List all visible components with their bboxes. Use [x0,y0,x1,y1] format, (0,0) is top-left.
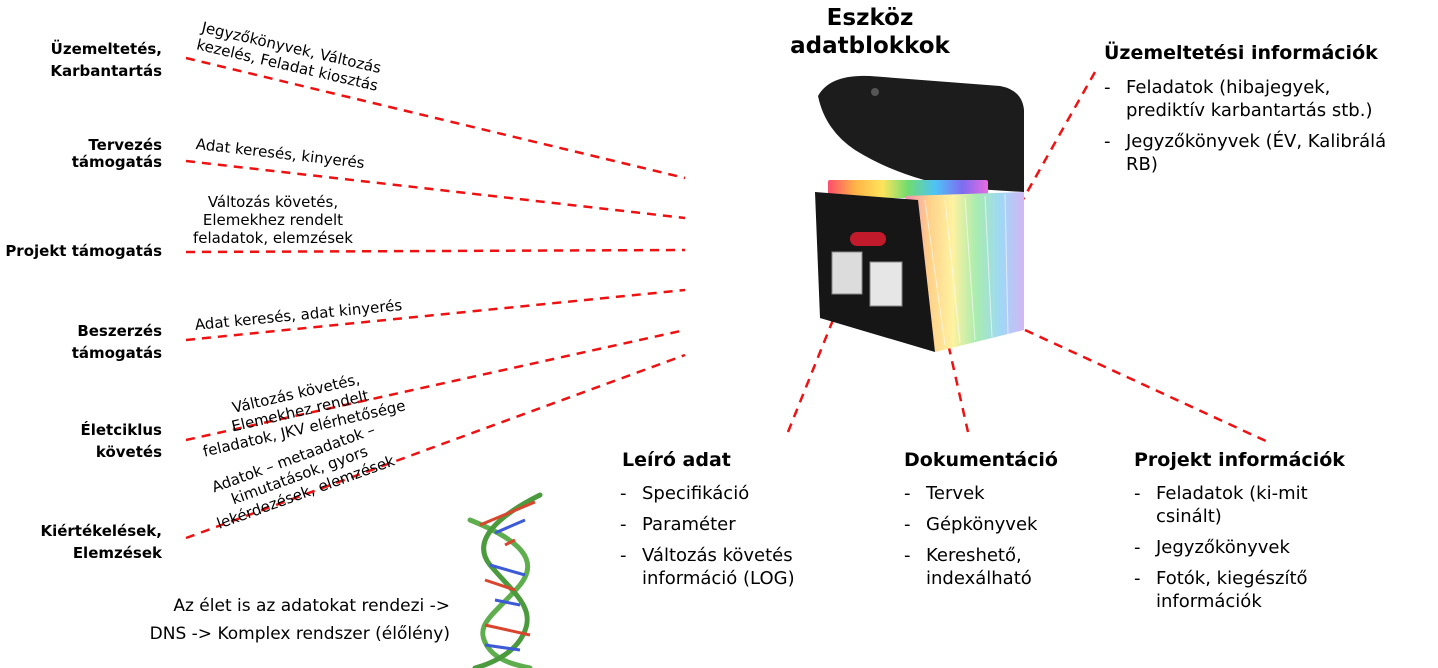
connector-line-kiertekeles [185,353,686,540]
section-title-leiro: Leíró adat [622,449,731,471]
section-title-dokumentacio: Dokumentáció [904,449,1058,471]
connector-line-eletciklus [185,328,686,442]
list-uzemeltetesi: -Feladatok (hibajegyek,prediktív karbant… [1104,76,1386,184]
list-leiro: -Specifikáció -Paraméter -Változás követ… [620,482,795,598]
label-kiertekeles: Kiértékelések,Elemzések [40,522,162,562]
section-title-projekt-info: Projekt információk [1134,449,1345,471]
connector-line-uzemeltetes [185,56,686,180]
dna-caption: Az élet is az adatokat rendezi -> DNS ->… [149,596,450,644]
list-item: -Gépkönyvek [904,514,1038,535]
list-dokumentacio: -Tervek -Gépkönyvek -Kereshető,indexálha… [904,482,1037,598]
label-uzemeltetes: Üzemeltetés,Karbantartás [50,40,162,80]
connector-line-beszerzes [185,288,686,342]
list-item: -Specifikáció [620,483,750,504]
label-projekt-tamogatas: Projekt támogatás [5,242,162,260]
center-title: Eszköz adatblokkok [790,5,950,59]
connector-line-tervezes [185,159,686,220]
connector-line-projekt [185,248,686,254]
section-title-uzemeltetesi: Üzemeltetési információk [1104,42,1378,64]
list-item: -Paraméter [620,514,736,535]
list-item: -Tervek [904,483,985,504]
list-item: -Jegyzőkönyvek [1134,537,1290,558]
connector-line-projekt-info [1024,328,1269,444]
list-item: -Kereshető,indexálható [904,545,1032,589]
list-item: -Feladatok (hibajegyek,prediktív karbant… [1104,77,1373,121]
